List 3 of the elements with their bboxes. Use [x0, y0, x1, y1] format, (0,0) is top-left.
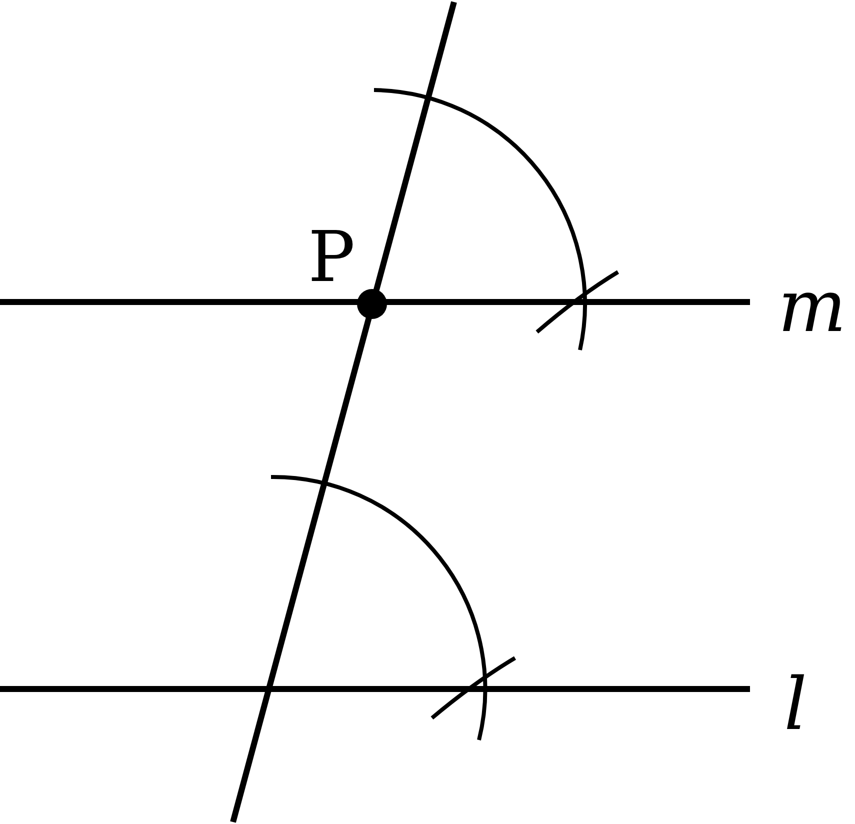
line-label: m: [778, 270, 846, 342]
line-label: l: [784, 668, 808, 740]
point-label: P: [308, 222, 356, 292]
